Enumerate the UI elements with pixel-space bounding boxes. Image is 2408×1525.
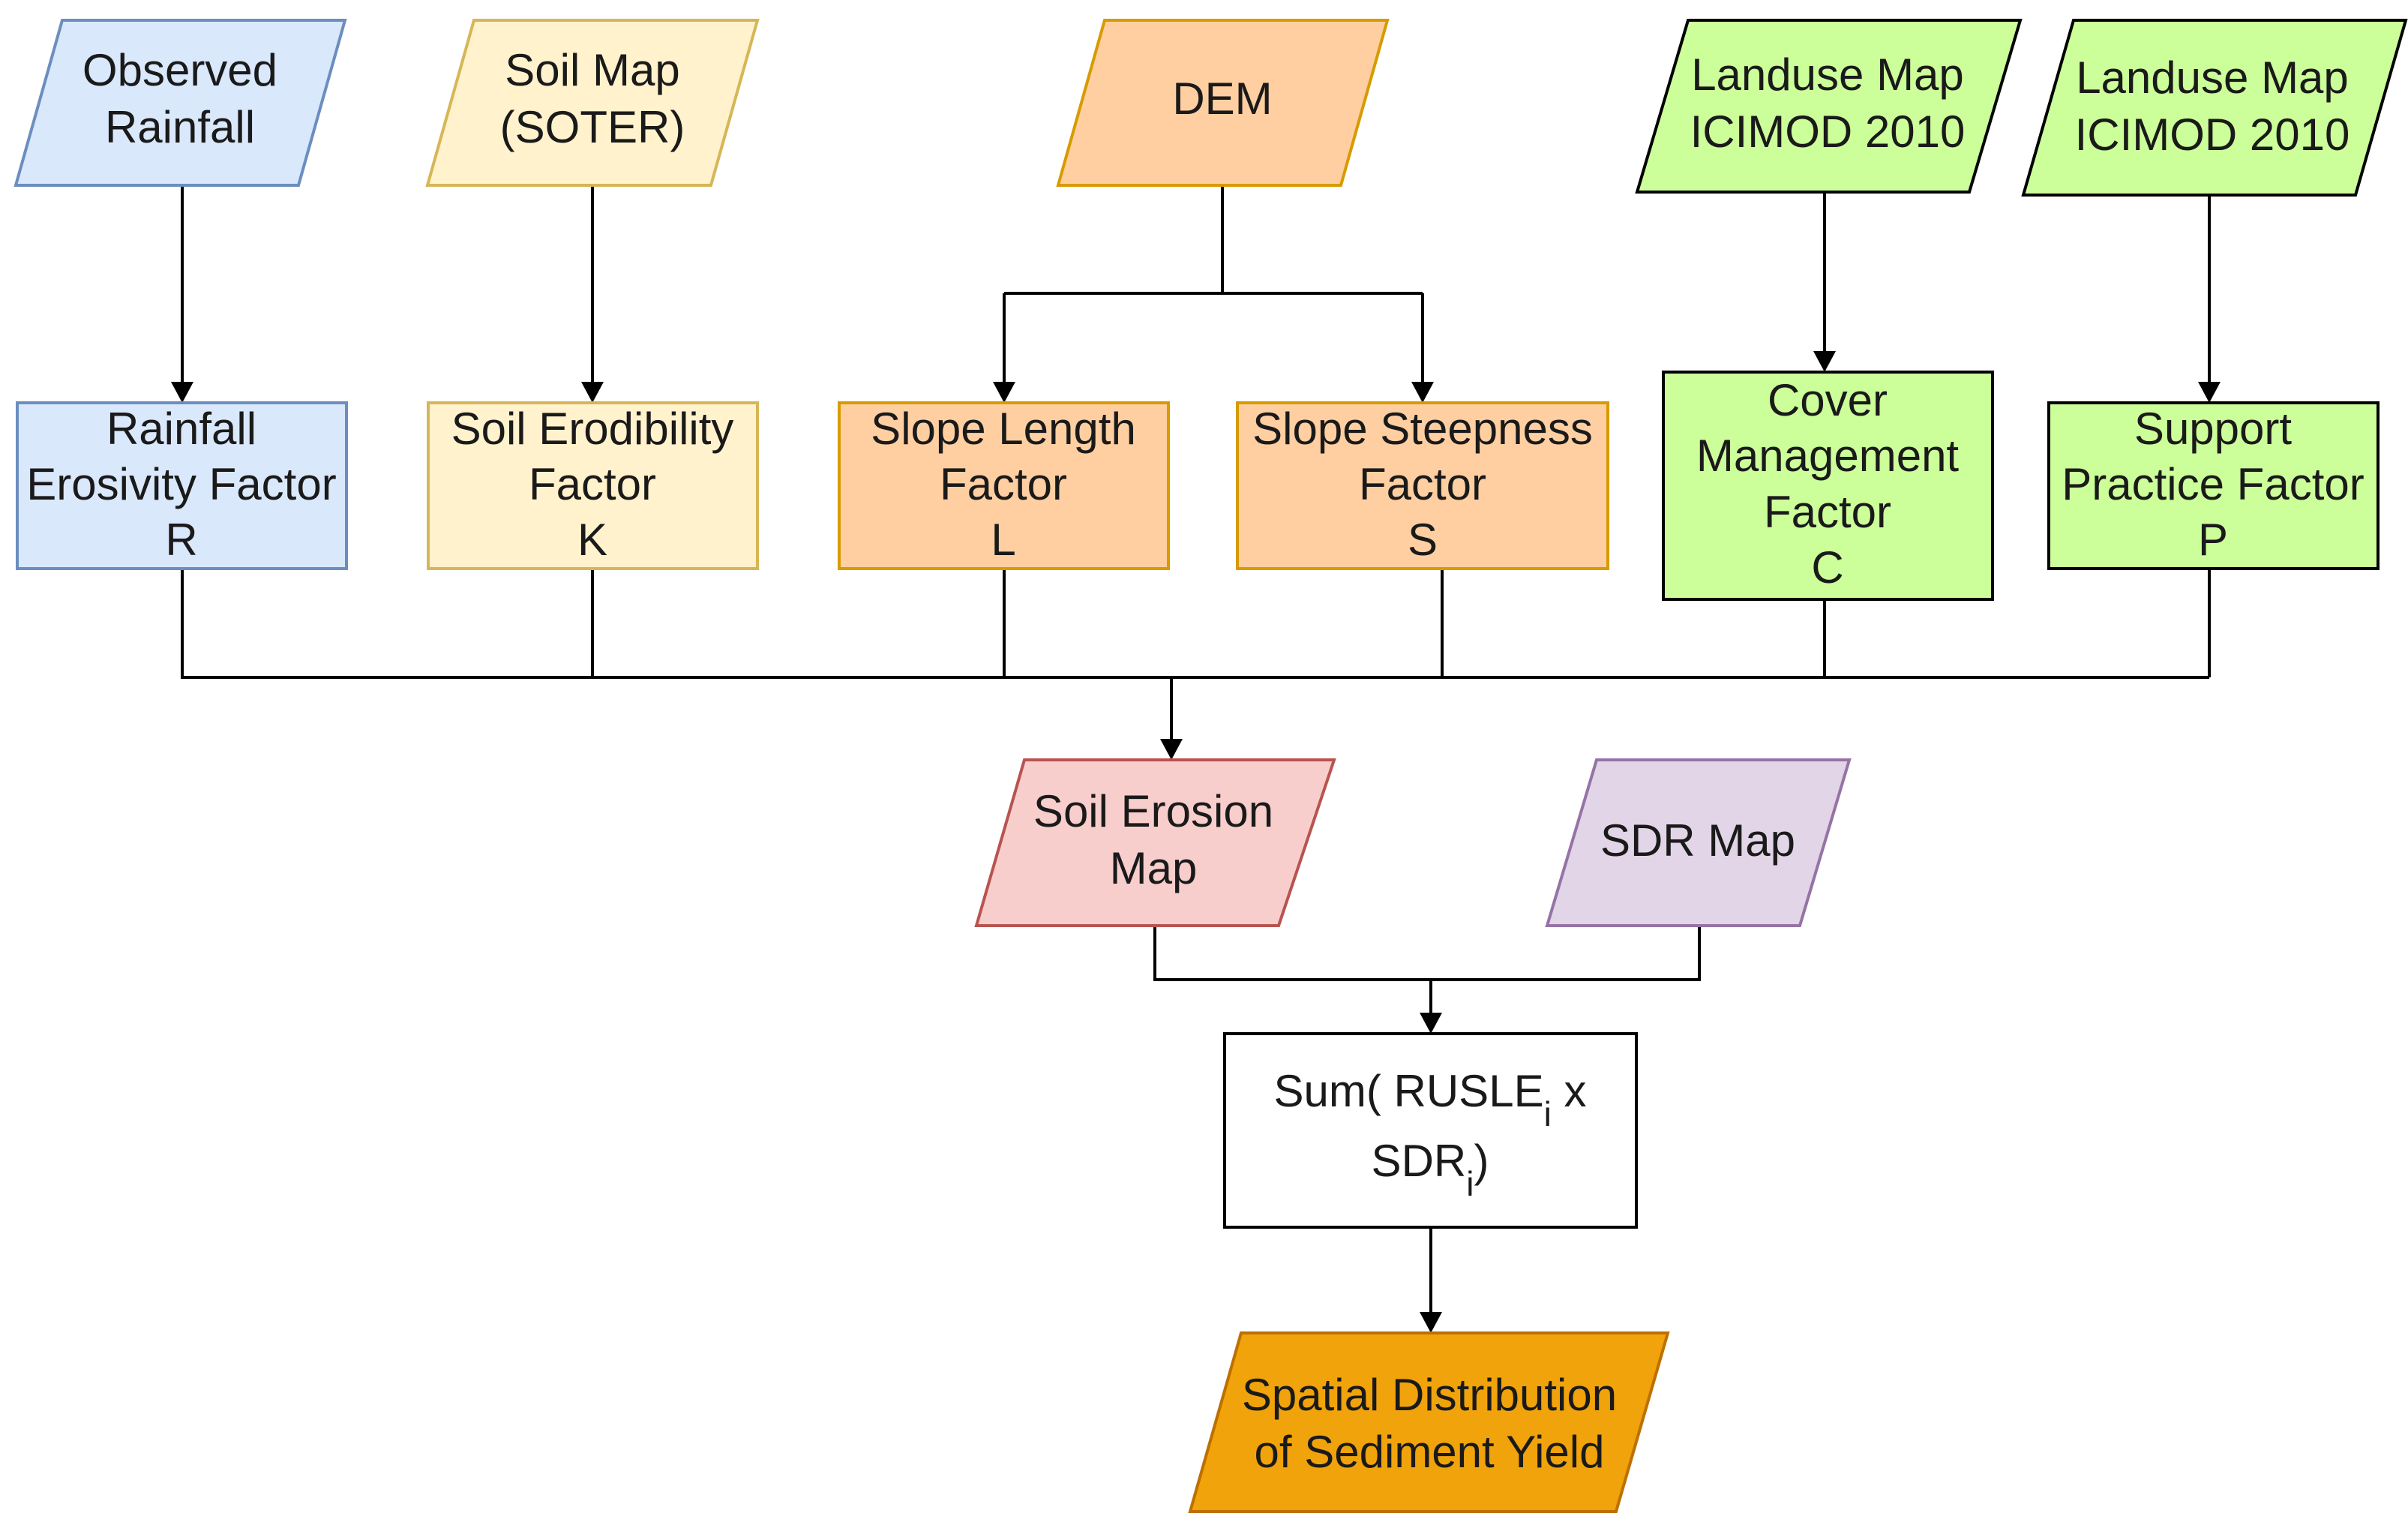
edge-dem-split: [1003, 185, 1424, 387]
factor-box-shape: [427, 401, 759, 570]
factor-soil-erodibility-k[interactable]: Soil Erodibility Factor K: [427, 401, 759, 570]
sdr-map-label: SDR Map: [1600, 815, 1795, 866]
parallelogram-shape: [974, 758, 1336, 927]
input-landuse-map-2[interactable]: Landuse Map ICIMOD 2010: [2021, 19, 2408, 197]
factor-c-line2: Management: [1696, 431, 1960, 481]
edge-erosion-sdr-merge: [1153, 926, 1701, 1019]
arrowhead-l: [993, 382, 1015, 403]
connector-lines: [171, 185, 2221, 1333]
output-label-line1: Spatial Distribution: [1242, 1370, 1617, 1420]
arrowhead-s: [1411, 382, 1434, 403]
factor-p-line1: Support: [2134, 404, 2292, 454]
factor-l-line3: L: [991, 515, 1015, 565]
factor-box-shape: [838, 401, 1170, 570]
soil-erosion-map-line2: Map: [1110, 843, 1198, 893]
sediment-yield-calculation[interactable]: Sum( RUSLEi x SDRi): [1223, 1032, 1638, 1229]
calculation-box-shape: [1223, 1032, 1638, 1229]
landuse-map-2-label-line2: ICIMOD 2010: [2075, 110, 2350, 160]
observed-rainfall-label-line1: Observed: [82, 45, 277, 95]
dem-label: DEM: [1172, 74, 1272, 124]
factor-s-line3: S: [1408, 515, 1438, 565]
factor-c-line1: Cover: [1768, 375, 1888, 425]
factor-s-line2: Factor: [1359, 459, 1486, 509]
factor-r-line3: R: [165, 515, 197, 565]
factor-l-line1: Slope Length: [871, 404, 1136, 454]
parallelogram-shape: [1188, 1331, 1670, 1513]
arrowhead-soil-erosion: [1160, 739, 1183, 760]
landuse-map-2-label-line1: Landuse Map: [2076, 53, 2349, 103]
arrowhead-c: [1813, 351, 1836, 372]
factor-rainfall-erosivity-r[interactable]: Rainfall Erosivity Factor R: [16, 401, 348, 570]
soil-map-label-line1: Soil Map: [505, 45, 679, 95]
factor-support-practice-p[interactable]: Support Practice Factor P: [2047, 401, 2380, 570]
factor-box-shape: [1236, 401, 1609, 570]
parallelogram-shape: [1056, 19, 1390, 187]
factor-slope-length-l[interactable]: Slope Length Factor L: [838, 401, 1170, 570]
factor-box-shape: [2047, 401, 2380, 570]
factor-c-line3: Factor: [1764, 487, 1891, 537]
arrowhead-r: [171, 382, 193, 403]
input-dem[interactable]: DEM: [1056, 19, 1390, 187]
parallelogram-shape: [1545, 758, 1852, 927]
landuse-map-1-label-line1: Landuse Map: [1691, 50, 1964, 100]
parallelogram-shape: [1635, 19, 2023, 194]
calculation-formula-line1: Sum( RUSLEi x: [1274, 1066, 1587, 1133]
factor-box-shape: [16, 401, 348, 570]
soil-map-label-line2: (SOTER): [500, 102, 685, 152]
arrowhead-k: [581, 382, 604, 403]
observed-rainfall-label-line2: Rainfall: [105, 102, 255, 152]
calculation-formula-line2: SDRi): [1372, 1136, 1489, 1203]
factor-k-line1: Soil Erodibility: [451, 404, 734, 454]
input-soil-map[interactable]: Soil Map (SOTER): [425, 19, 760, 187]
factor-r-line1: Rainfall: [106, 404, 256, 454]
factor-r-line2: Erosivity Factor: [26, 459, 336, 509]
factor-s-line1: Slope Steepness: [1252, 404, 1593, 454]
landuse-map-1-label-line2: ICIMOD 2010: [1690, 107, 1966, 157]
factor-k-line3: K: [577, 515, 607, 565]
factor-k-line2: Factor: [529, 459, 656, 509]
factor-c-line4: C: [1811, 542, 1843, 593]
factor-cover-management-c[interactable]: Cover Management Factor C: [1662, 371, 1994, 601]
parallelogram-shape: [425, 19, 760, 187]
soil-erosion-map-line1: Soil Erosion: [1033, 786, 1273, 836]
sdr-map[interactable]: SDR Map: [1545, 758, 1852, 927]
soil-erosion-map[interactable]: Soil Erosion Map: [974, 758, 1336, 927]
parallelogram-shape: [2021, 19, 2408, 197]
output-sediment-yield[interactable]: Spatial Distribution of Sediment Yield: [1188, 1331, 1670, 1513]
arrowhead-p: [2198, 382, 2221, 403]
factor-p-line2: Practice Factor: [2062, 459, 2364, 509]
output-label-line2: of Sediment Yield: [1255, 1427, 1605, 1477]
arrowhead-output: [1420, 1312, 1442, 1333]
factor-p-line3: P: [2198, 515, 2228, 565]
arrowhead-calc: [1420, 1013, 1442, 1034]
edge-factors-collector: [181, 569, 2211, 744]
parallelogram-shape: [13, 19, 347, 187]
factor-l-line2: Factor: [940, 459, 1067, 509]
input-landuse-map-1[interactable]: Landuse Map ICIMOD 2010: [1635, 19, 2023, 194]
factor-box-shape: [1662, 371, 1994, 601]
input-observed-rainfall[interactable]: Observed Rainfall: [13, 19, 347, 187]
factor-slope-steepness-s[interactable]: Slope Steepness Factor S: [1236, 401, 1609, 570]
